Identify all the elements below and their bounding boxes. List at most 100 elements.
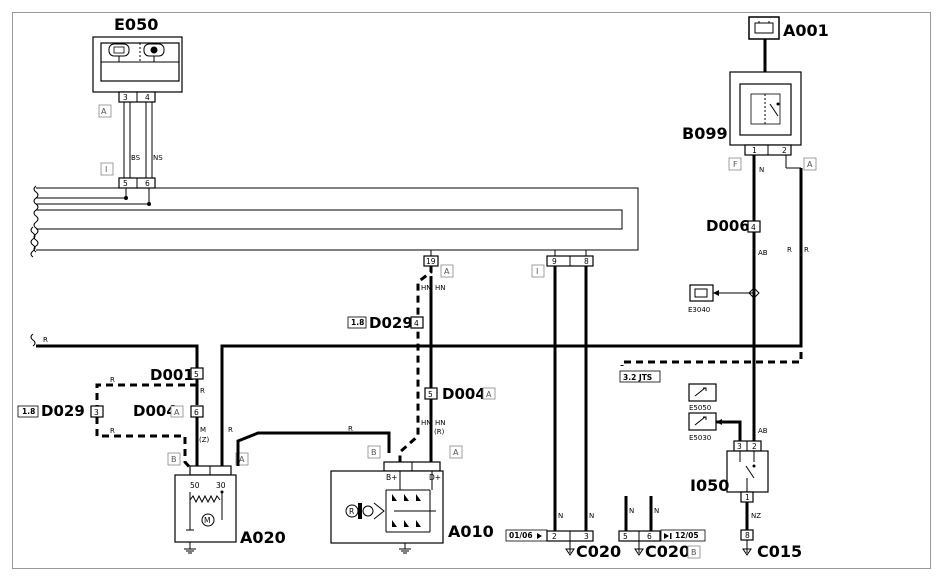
svg-text:R: R [228, 426, 233, 434]
svg-text:5: 5 [123, 179, 128, 188]
svg-text:D029: D029 [41, 402, 85, 420]
svg-text:B: B [691, 548, 697, 557]
svg-text:9: 9 [552, 257, 557, 266]
svg-text:(R): (R) [434, 428, 445, 436]
svg-text:01/06: 01/06 [509, 531, 533, 540]
svg-text:4: 4 [414, 319, 419, 328]
svg-text:E3040: E3040 [688, 306, 710, 314]
svg-text:A: A [807, 160, 813, 169]
svg-text:NS: NS [153, 154, 163, 162]
svg-text:BS: BS [131, 154, 141, 162]
svg-text:C020: C020 [645, 542, 690, 561]
svg-text:2: 2 [752, 442, 757, 451]
svg-text:B: B [371, 448, 377, 457]
svg-text:R: R [110, 427, 115, 435]
motor-icon [201, 513, 215, 527]
component-b099: B099 1 2 [682, 71, 802, 156]
svg-text:HN: HN [435, 284, 446, 292]
svg-text:N: N [759, 166, 764, 174]
svg-text:D004: D004 [133, 402, 177, 420]
svg-text:R: R [200, 387, 205, 395]
svg-text:A: A [239, 455, 245, 464]
svg-text:M: M [200, 426, 206, 434]
svg-text:D029: D029 [369, 314, 413, 332]
svg-text:N: N [629, 507, 634, 515]
diagram-frame [12, 12, 931, 569]
svg-text:4: 4 [751, 223, 756, 232]
battery-icon [754, 22, 774, 34]
component-a010: B+ D+ R A010 [330, 461, 494, 554]
svg-text:HN: HN [421, 284, 432, 292]
svg-text:A: A [101, 107, 107, 116]
svg-text:6: 6 [647, 532, 652, 541]
svg-text:R: R [349, 507, 354, 516]
component-i050: 3 2 I050 1 [690, 440, 769, 503]
svg-text:R: R [787, 246, 792, 254]
svg-text:E5050: E5050 [689, 404, 711, 412]
svg-text:50: 50 [190, 481, 200, 490]
svg-text:R: R [348, 425, 353, 433]
svg-text:E5030: E5030 [689, 434, 711, 442]
svg-text:N: N [589, 512, 594, 520]
svg-text:A001: A001 [783, 21, 829, 40]
svg-text:1.8: 1.8 [351, 318, 364, 327]
svg-text:HN: HN [421, 419, 432, 427]
svg-text:D+: D+ [429, 473, 441, 482]
svg-text:12/05: 12/05 [675, 531, 699, 540]
ground-ref-e5030: E5030 [688, 412, 742, 442]
ground-ref-e5050: E5050 [688, 383, 717, 412]
svg-text:A: A [453, 448, 459, 457]
label-e050: E050 [114, 15, 158, 34]
svg-text:1.8: 1.8 [22, 407, 35, 416]
svg-text:3: 3 [584, 532, 589, 541]
svg-text:I: I [105, 165, 107, 174]
component-e050: E050 3 4 A [92, 15, 183, 118]
svg-text:B+: B+ [386, 473, 397, 482]
svg-text:8: 8 [745, 531, 750, 540]
svg-text:5: 5 [623, 532, 628, 541]
svg-text:3: 3 [94, 408, 99, 417]
svg-text:1: 1 [745, 493, 750, 502]
svg-text:6: 6 [145, 179, 150, 188]
svg-text:3.2 JTS: 3.2 JTS [623, 373, 652, 382]
svg-text:I050: I050 [690, 476, 729, 495]
svg-text:R: R [110, 376, 115, 384]
svg-text:6: 6 [194, 408, 199, 417]
svg-text:N: N [558, 512, 563, 520]
svg-text:AB: AB [758, 249, 768, 257]
svg-text:C020: C020 [576, 542, 621, 561]
svg-text:R: R [43, 336, 48, 344]
component-a001: A001 [748, 16, 829, 40]
svg-text:19: 19 [426, 257, 436, 266]
svg-text:2: 2 [782, 146, 787, 155]
ground-ref-e3040: E3040 [688, 284, 760, 314]
svg-text:A: A [174, 408, 180, 417]
svg-text:HN: HN [435, 419, 446, 427]
svg-text:5: 5 [428, 390, 433, 399]
e050-sensor-icon-right [143, 43, 165, 57]
svg-text:R: R [804, 246, 809, 254]
svg-text:AB: AB [758, 427, 768, 435]
svg-text:D001: D001 [150, 366, 194, 384]
svg-text:A: A [444, 267, 450, 276]
svg-text:A010: A010 [448, 522, 494, 541]
svg-text:M: M [204, 516, 210, 525]
svg-text:I: I [536, 267, 538, 276]
svg-text:(Z): (Z) [199, 436, 210, 444]
svg-text:8: 8 [584, 257, 589, 266]
svg-text:B: B [171, 455, 177, 464]
svg-text:4: 4 [145, 93, 150, 102]
svg-text:3: 3 [737, 442, 742, 451]
svg-text:C015: C015 [757, 542, 802, 561]
e050-sensor-icon-left [108, 43, 130, 57]
svg-text:5: 5 [194, 370, 199, 379]
svg-text:A: A [486, 390, 492, 399]
svg-text:D006: D006 [706, 217, 750, 235]
svg-text:1: 1 [752, 146, 757, 155]
svg-text:A020: A020 [240, 528, 286, 547]
component-a020: 50 30 M A020 [174, 474, 286, 554]
svg-text:D004: D004 [442, 385, 486, 403]
svg-text:3: 3 [123, 93, 128, 102]
svg-text:N: N [654, 507, 659, 515]
